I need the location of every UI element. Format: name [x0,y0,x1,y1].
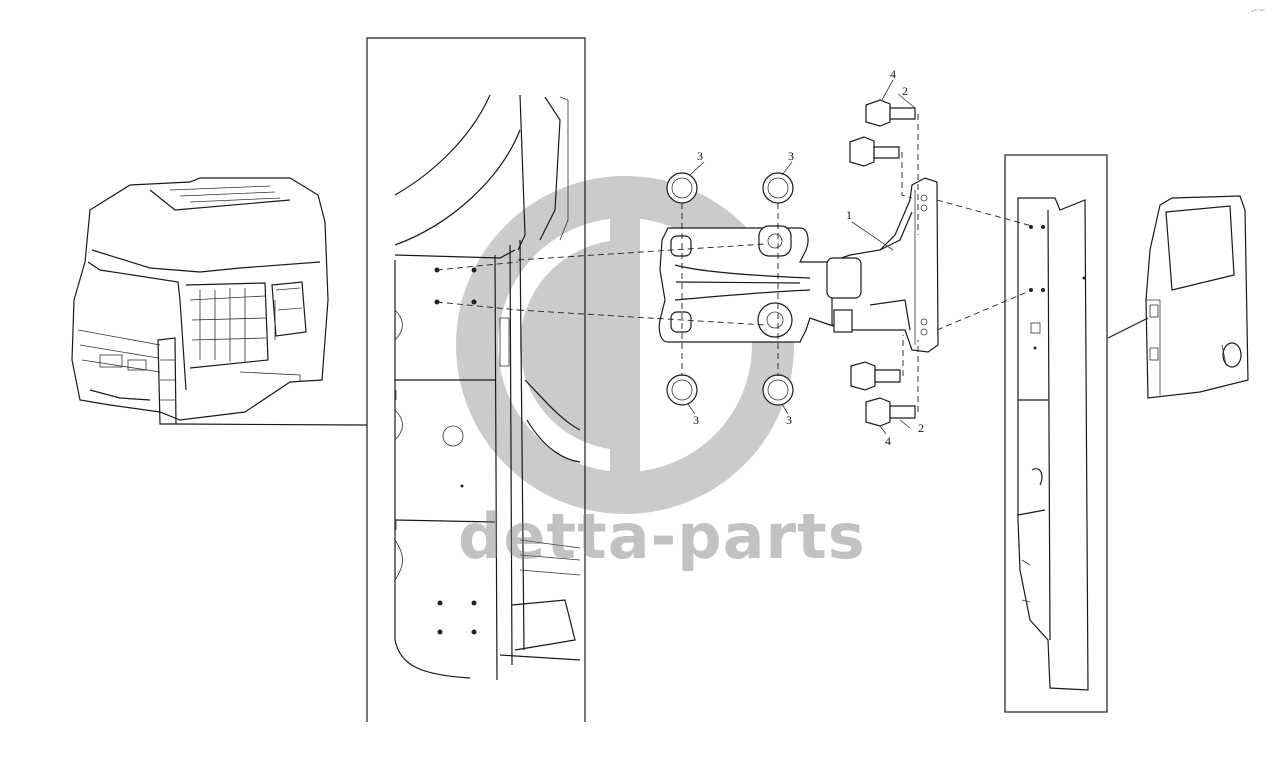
callout-labels: 1 4 2 3 3 3 3 2 4 [693,67,924,448]
assembly-leader-lines [436,199,1033,331]
door-hinge-assembly [658,177,939,353]
cab-overview-illustration [71,177,363,426]
callout-part-4-bottom: 4 [885,434,891,448]
bolt-top-2 [849,136,900,167]
callout-part-3-bl: 3 [693,413,699,427]
weld-nut-tr [762,172,794,204]
weld-nut-br [762,374,794,406]
callout-part-3-tl: 3 [697,149,703,163]
body-pillar-detail-panel [366,37,586,722]
callout-part-1: 1 [846,208,852,222]
bolt-top-1 [865,99,916,127]
door-overview-illustration [1107,195,1249,399]
callout-part-3-tr: 3 [788,149,794,163]
callout-part-2-top: 2 [902,84,908,98]
callout-part-3-br: 3 [786,413,792,427]
callout-part-2-bottom: 2 [918,421,924,435]
watermark-logo [456,176,794,514]
bolt-group [849,99,919,427]
bolt-bottom-2 [865,397,916,427]
weld-nut-bl [666,374,698,406]
door-frame-detail-panel [1004,154,1108,713]
bolt-bottom-1 [850,361,901,391]
callout-leaders [687,79,916,435]
corner-mark: ∘ᵒ ˢᵉʳ [1250,8,1265,15]
callout-part-4-top: 4 [890,67,896,81]
weld-nut-tl [666,172,698,204]
weld-nut-group [666,172,794,406]
